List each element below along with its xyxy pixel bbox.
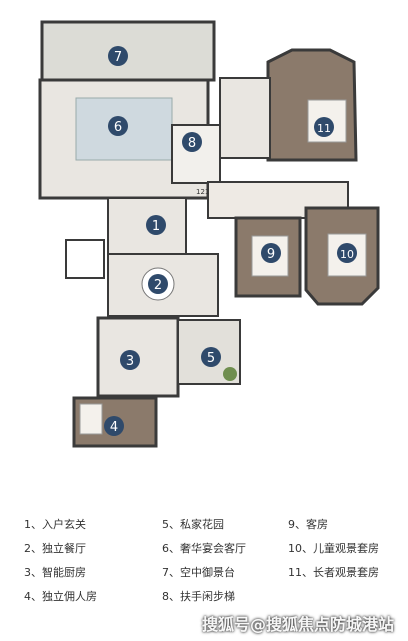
svg-text:5: 5	[207, 351, 215, 366]
marker-8: 8	[182, 132, 202, 152]
marker-2: 2	[148, 274, 168, 294]
marker-4: 4	[104, 416, 124, 436]
legend-item: 5、私家花园	[162, 518, 224, 531]
marker-9: 9	[261, 243, 281, 263]
marker-5: 5	[201, 347, 221, 367]
legend-item: 1、入户玄关	[24, 518, 86, 531]
legend-item: 6、奢华宴会客厅	[162, 542, 246, 555]
room-terrace	[40, 20, 216, 82]
legend-item: 9、客房	[288, 518, 328, 531]
marker-11: 11	[314, 117, 334, 137]
legend-item: 8、扶手闲步梯	[162, 590, 235, 603]
svg-text:7: 7	[114, 50, 122, 65]
svg-text:4: 4	[110, 420, 118, 435]
marker-3: 3	[120, 350, 140, 370]
svg-text:11: 11	[317, 122, 331, 135]
legend-item: 4、独立佣人房	[24, 590, 97, 603]
svg-text:8: 8	[188, 136, 196, 151]
room-bath-upper	[219, 77, 271, 159]
marker-10: 10	[337, 243, 357, 263]
legend-item: 10、儿童观景套房	[288, 542, 379, 555]
legend-item: 7、空中御景台	[162, 566, 235, 579]
svg-text:2: 2	[154, 278, 162, 293]
svg-text:1: 1	[152, 219, 160, 234]
maid-bed	[79, 403, 103, 435]
svg-text:3: 3	[126, 354, 134, 369]
legend: 1、入户玄关 2、独立餐厅 3、智能厨房 4、独立佣人房 5、私家花园 6、奢华…	[24, 518, 404, 618]
marker-6: 6	[108, 116, 128, 136]
room-elevator	[65, 239, 105, 279]
legend-item: 11、长者观景套房	[288, 566, 379, 579]
dimension-label: 121	[196, 188, 209, 196]
floor-plan: 121 1 2 3 4 5 6 7 8 9 10 11	[38, 20, 380, 448]
legend-item: 2、独立餐厅	[24, 542, 86, 555]
legend-item: 3、智能厨房	[24, 566, 86, 579]
svg-text:10: 10	[340, 248, 354, 261]
garden-plant	[223, 367, 237, 381]
watermark: 搜狐号@搜狐焦点防城港站	[201, 615, 394, 634]
marker-1: 1	[146, 215, 166, 235]
svg-text:9: 9	[267, 247, 275, 262]
marker-7: 7	[108, 46, 128, 66]
svg-text:6: 6	[114, 120, 122, 135]
